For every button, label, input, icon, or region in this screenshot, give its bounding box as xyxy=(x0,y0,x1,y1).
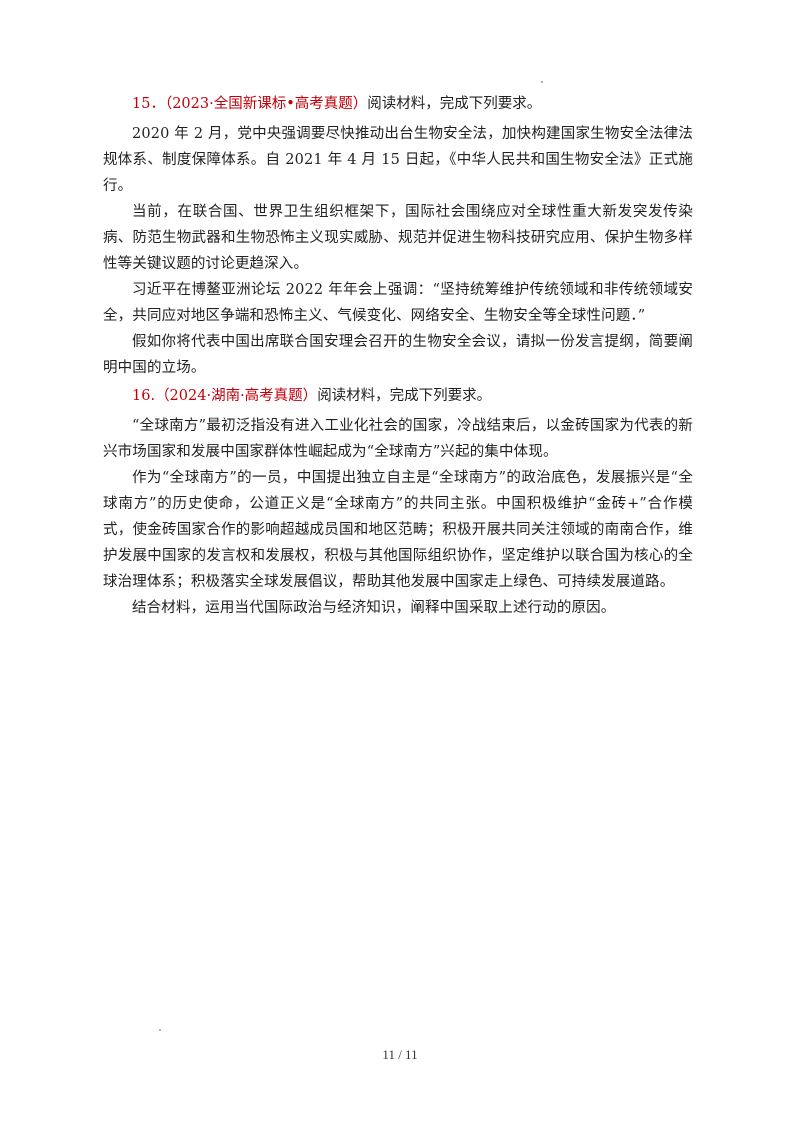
question-16-paragraph: 作为“全球南方”的一员，中国提出独立自主是“全球南方”的政治底色，发展振兴是“全… xyxy=(103,470,693,590)
scan-mark-top xyxy=(541,81,543,83)
document-body: 15．（2023·全国新课标•高考真题）阅读材料，完成下列要求。 2020 年 … xyxy=(103,91,693,621)
question-15-paragraph: 习近平在博鳌亚洲论坛 2022 年年会上强调：“坚持统筹维护传统领域和非传统领域… xyxy=(103,282,693,324)
question-source: （2023·全国新课标•高考真题） xyxy=(164,96,368,112)
question-number: 16. xyxy=(132,388,156,404)
question-16-header: 16.（2024·湖南·高考真题）阅读材料，完成下列要求。 xyxy=(103,383,693,409)
question-15-paragraph: 假如你将代表中国出席联合国安理会召开的生物安全会议，请拟一份发言提纲，简要阐明中… xyxy=(103,334,693,376)
page-indicator: 11 / 11 xyxy=(382,1047,418,1062)
question-instruction: 阅读材料，完成下列要求。 xyxy=(317,388,492,404)
scan-mark-bottom xyxy=(159,1029,161,1031)
question-15-header: 15．（2023·全国新课标•高考真题）阅读材料，完成下列要求。 xyxy=(103,91,693,117)
question-number: 15． xyxy=(132,96,165,112)
page-footer: 11 / 11 xyxy=(0,1047,800,1063)
question-source: （2024·湖南·高考真题） xyxy=(155,388,318,404)
question-instruction: 阅读材料，完成下列要求。 xyxy=(367,96,542,112)
question-16-paragraph: 结合材料，运用当代国际政治与经济知识，阐释中国采取上述行动的原因。 xyxy=(132,600,616,616)
question-16-paragraph: “全球南方”最初泛指没有进入工业化社会的国家，冷战结束后，以金砖国家为代表的新兴… xyxy=(103,418,693,460)
question-15-paragraph: 2020 年 2 月，党中央强调要尽快推动出台生物安全法，加快构建国家生物安全法… xyxy=(103,126,693,194)
question-15-paragraph: 当前，在联合国、世界卫生组织框架下，国际社会围绕应对全球性重大新发突发传染病、防… xyxy=(103,204,693,272)
